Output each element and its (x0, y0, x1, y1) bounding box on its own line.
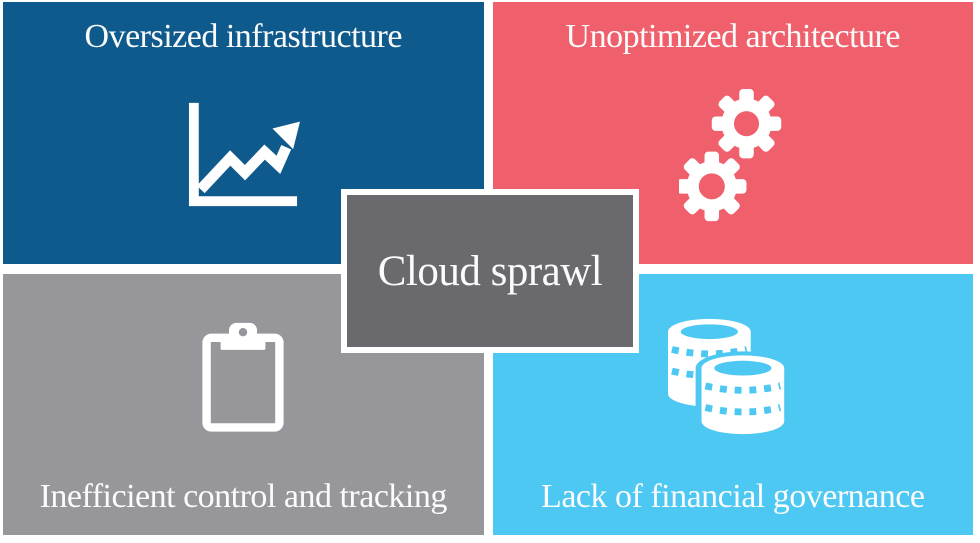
line-chart-icon (3, 58, 484, 264)
center-box: Cloud sprawl (341, 189, 639, 353)
panel-oversized-infrastructure: Oversized infrastructure (3, 2, 484, 264)
center-box-label: Cloud sprawl (377, 247, 603, 295)
panel-title: Inefficient control and tracking (39, 478, 448, 516)
panel-title: Unoptimized architecture (565, 18, 901, 55)
panel-title: Lack of financial governance (541, 478, 925, 516)
panel-title: Oversized infrastructure (84, 18, 403, 55)
clipboard-icon (3, 274, 484, 478)
panel-inefficient-control-and-tracking: Inefficient control and tracking (3, 273, 484, 535)
coins-icon (493, 274, 974, 478)
gears-icon (493, 58, 974, 264)
